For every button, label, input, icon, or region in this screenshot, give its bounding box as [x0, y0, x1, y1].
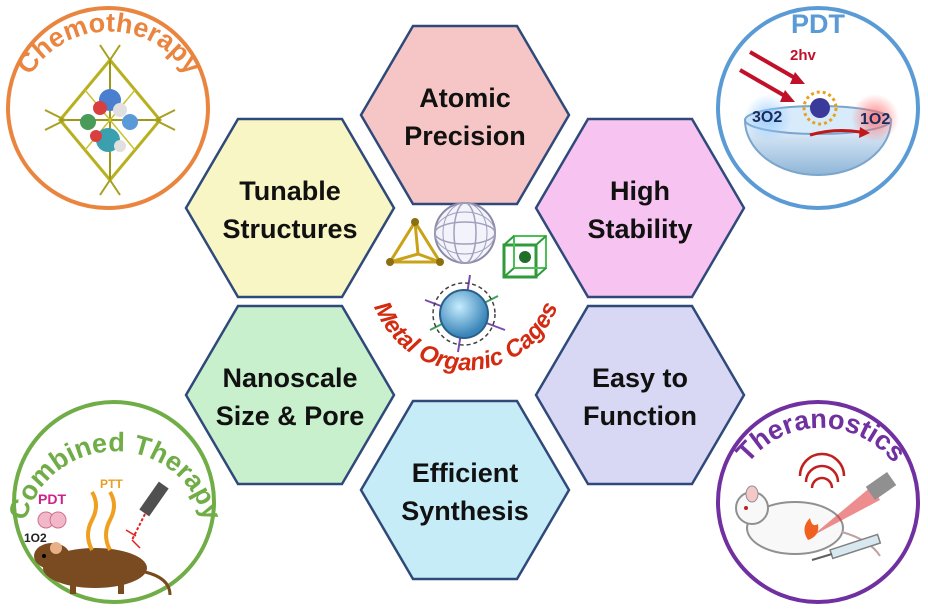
light-beam-icon: [812, 471, 897, 536]
hexagon-label: Atomic: [419, 83, 511, 113]
combined-therapy-circle: Combined Therapy PDT PTT 1O2: [3, 400, 227, 604]
hexagon-label: Nanoscale: [222, 363, 357, 393]
hexagon-label: Stability: [587, 214, 692, 244]
hexagon-label: Tunable: [239, 176, 341, 206]
mouse-icon: [34, 542, 172, 596]
signal-waves-icon: [798, 452, 846, 489]
spherical-cage-icon: [434, 202, 496, 264]
hexagon-label: Efficient: [412, 458, 519, 488]
flame-icon: [804, 518, 819, 540]
hexagon-label: High: [610, 176, 670, 206]
hexagon-shape: [534, 117, 746, 299]
heat-waves-icon: [86, 490, 116, 551]
blue-cage-icon: [424, 274, 506, 353]
pdt-circle: PDT 2hv 3O2 1O2: [716, 6, 920, 210]
pdt-triplet-oxygen: 3O2: [752, 109, 782, 126]
pdt-title: PDT: [791, 9, 846, 39]
hexagon-label: Function: [583, 401, 697, 431]
hexagon-label: Size & Pore: [216, 401, 365, 431]
chemotherapy-circle: Chemotherapy: [6, 6, 210, 210]
theranostics-circle: Theranostics: [716, 400, 920, 604]
hexagon-shape: [184, 304, 396, 486]
hexagon-shape: [359, 24, 571, 206]
light-arrows-icon: [738, 50, 805, 102]
pdt-singlet-oxygen: 1O2: [860, 111, 890, 128]
cage-drug-complex-icon: [44, 44, 176, 196]
hexagon-function: Easy to Function: [534, 304, 746, 486]
hexagon-label: Structures: [222, 214, 357, 244]
hexagon-shape: [534, 304, 746, 486]
hexagon-label: Easy to: [592, 363, 688, 393]
hexagon-shape: [184, 117, 396, 299]
cubic-cage-icon: [502, 235, 547, 279]
hexagon-shape: [359, 399, 571, 581]
tetrahedral-cage-icon: [386, 218, 444, 266]
laser-pointer-icon: [125, 481, 169, 549]
hexagon-group: AtomicPrecisionTunableStructuresHighStab…: [184, 24, 746, 581]
photodynamic-bowl-icon: [743, 90, 899, 176]
center-molecules: Metal Organic Cages: [368, 202, 563, 376]
hexagon-label: Synthesis: [401, 496, 529, 526]
syringe-icon: [811, 533, 882, 561]
combined-oxygen-label: 1O2: [24, 531, 47, 545]
pdt-hv-label: 2hv: [790, 47, 817, 64]
combined-ptt-label: PTT: [100, 477, 123, 491]
hexagon-label: Precision: [404, 121, 526, 151]
singlet-oxygen-icon: [37, 511, 67, 529]
combined-pdt-label: PDT: [38, 491, 66, 507]
mouse-icon: [735, 485, 881, 557]
